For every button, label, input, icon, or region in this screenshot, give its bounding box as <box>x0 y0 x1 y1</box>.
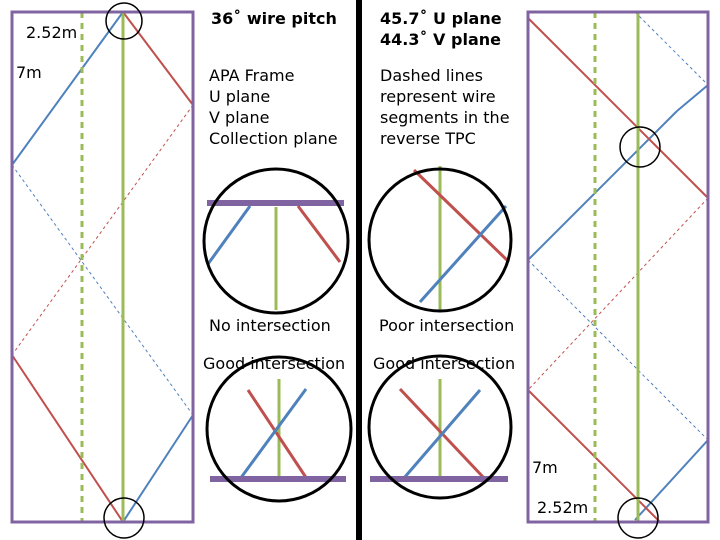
highlight-circle-bottom <box>103 497 145 539</box>
center-divider <box>356 0 362 540</box>
highlight-circle-top <box>105 2 143 40</box>
right-width-label: 2.52m <box>537 498 588 517</box>
note-line: represent wire <box>380 87 496 106</box>
legend-v-plane: V plane <box>209 108 269 127</box>
u-wire <box>634 439 709 521</box>
good-intersection-right-label: Good intersection <box>373 354 515 373</box>
inset-poor-intersection <box>367 166 513 313</box>
right-apa-panel <box>526 10 710 539</box>
inset-good-intersection-left <box>205 355 353 503</box>
legend-u-plane: U plane <box>209 87 270 106</box>
right-title-line2: 44.3˚ V plane <box>380 30 501 49</box>
highlight-circle-bottom <box>617 497 659 539</box>
left-width-label: 2.52m <box>26 23 77 42</box>
note-line: Dashed lines <box>380 66 483 85</box>
poor-intersection-label: Poor intersection <box>379 316 514 335</box>
good-intersection-left-label: Good intersection <box>203 354 345 373</box>
legend-collection-plane: Collection plane <box>209 129 338 148</box>
u-wire <box>11 11 124 166</box>
left-height-label: 7m <box>16 63 42 82</box>
no-intersection-label: No intersection <box>209 316 331 335</box>
u-wire <box>122 414 194 523</box>
apa-frame <box>526 10 710 524</box>
highlight-circle-middle <box>619 126 661 168</box>
u-wire <box>527 259 709 441</box>
v-wire <box>11 104 194 356</box>
u-wire <box>527 110 678 261</box>
legend-apa-frame: APA Frame <box>209 66 294 85</box>
dashed-lines-note: Dashed lines represent wire segments in … <box>380 66 510 148</box>
legend: APA Frame U plane V plane Collection pla… <box>209 66 338 148</box>
v-wire <box>527 17 709 199</box>
v-wire <box>11 354 124 523</box>
apa-frame <box>10 10 195 524</box>
v-wire <box>527 197 709 391</box>
v-wire <box>122 11 194 106</box>
inset-good-intersection-right <box>367 354 513 500</box>
left-panel-title: 36˚ wire pitch <box>211 9 337 28</box>
inset-no-intersection <box>202 167 350 315</box>
u-wire <box>634 11 709 86</box>
note-line: segments in the <box>380 108 510 127</box>
u-wire <box>11 164 194 416</box>
right-height-label: 7m <box>532 458 558 477</box>
right-title-line1: 45.7˚ U plane <box>380 9 502 28</box>
left-apa-panel <box>10 2 195 539</box>
u-wire <box>676 84 709 112</box>
note-line: reverse TPC <box>380 129 476 148</box>
